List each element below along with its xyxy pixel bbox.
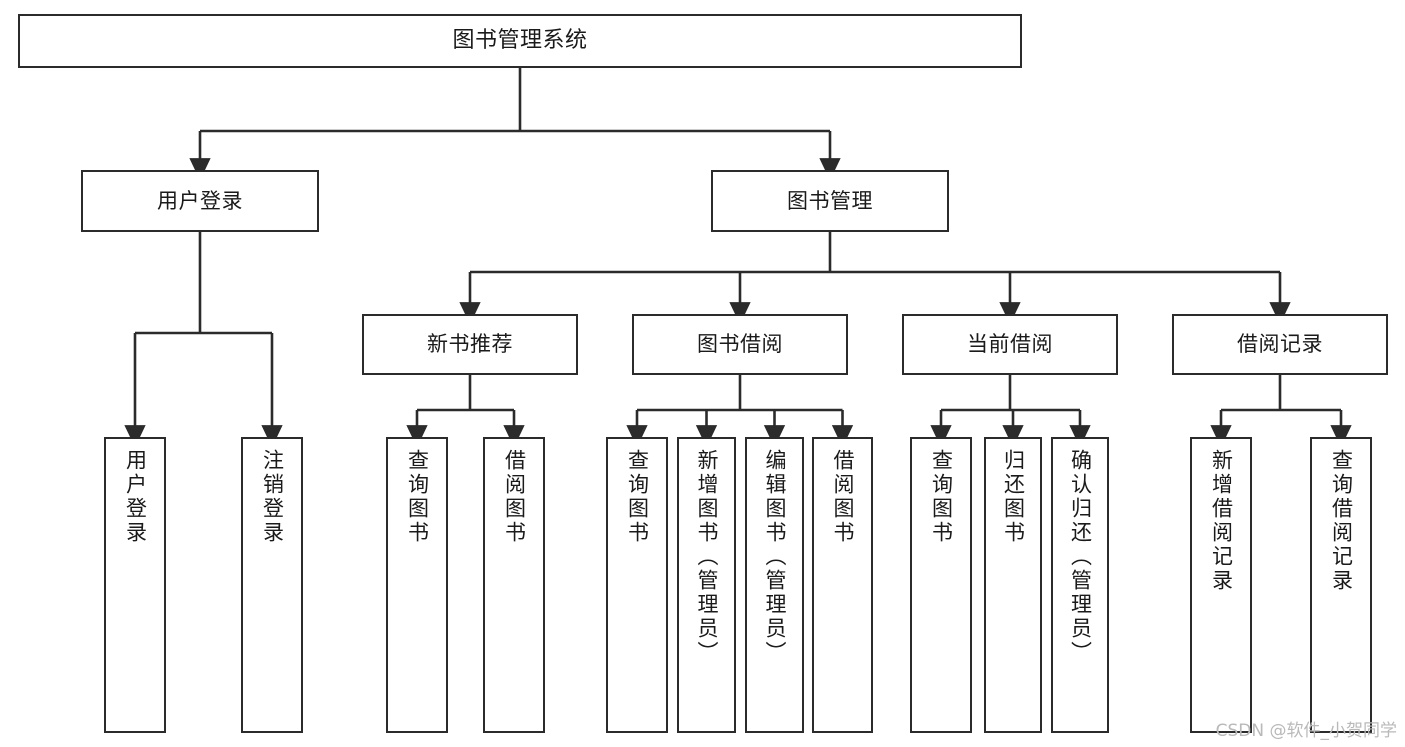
- node-leaf-borrow-2[interactable]: 借阅图书: [812, 437, 873, 733]
- node-leaf-edit-book[interactable]: 编辑图书（管理员）: [745, 437, 804, 733]
- node-current-borrow[interactable]: 当前借阅: [902, 314, 1118, 375]
- csdn-watermark: CSDN @软件_小贺同学: [1215, 721, 1397, 741]
- node-leaf-qry-record[interactable]: 查询借阅记录: [1310, 437, 1372, 733]
- node-borrow-record[interactable]: 借阅记录: [1172, 314, 1388, 375]
- node-leaf-confirm[interactable]: 确认归还（管理员）: [1051, 437, 1109, 733]
- node-new-book-rec[interactable]: 新书推荐: [362, 314, 578, 375]
- node-root[interactable]: 图书管理系统: [18, 14, 1022, 68]
- node-label: 查询图书: [625, 449, 650, 545]
- node-leaf-add-record[interactable]: 新增借阅记录: [1190, 437, 1252, 733]
- node-label: 借阅图书: [502, 449, 527, 545]
- node-book-manage[interactable]: 图书管理: [711, 170, 949, 232]
- node-label: 新书推荐: [427, 332, 513, 357]
- node-label: 用户登录: [157, 188, 243, 213]
- node-leaf-return[interactable]: 归还图书: [984, 437, 1042, 733]
- node-label: 注销登录: [260, 449, 285, 545]
- node-label: 图书管理系统: [452, 28, 588, 54]
- node-leaf-query-2[interactable]: 查询图书: [606, 437, 668, 733]
- node-leaf-logout[interactable]: 注销登录: [241, 437, 303, 733]
- node-leaf-borrow-1[interactable]: 借阅图书: [483, 437, 545, 733]
- node-label: 查询借阅记录: [1329, 449, 1354, 593]
- node-label: 查询图书: [405, 449, 430, 545]
- node-leaf-query-1[interactable]: 查询图书: [386, 437, 448, 733]
- node-label: 用户登录: [123, 449, 148, 545]
- node-label: 查询图书: [929, 449, 954, 545]
- node-label: 编辑图书（管理员）: [763, 449, 787, 665]
- node-label: 借阅记录: [1237, 332, 1323, 357]
- node-label: 借阅图书: [831, 449, 855, 545]
- node-label: 图书借阅: [697, 332, 783, 357]
- node-leaf-query-3[interactable]: 查询图书: [910, 437, 972, 733]
- node-leaf-add-book[interactable]: 新增图书（管理员）: [677, 437, 736, 733]
- node-label: 新增借阅记录: [1209, 449, 1234, 593]
- node-label: 新增图书（管理员）: [695, 449, 719, 665]
- node-leaf-user-login[interactable]: 用户登录: [104, 437, 166, 733]
- node-user-login[interactable]: 用户登录: [81, 170, 319, 232]
- node-book-borrow[interactable]: 图书借阅: [632, 314, 848, 375]
- node-label: 图书管理: [787, 188, 873, 213]
- node-label: 归还图书: [1001, 449, 1026, 545]
- node-label: 确认归还（管理员）: [1068, 449, 1093, 665]
- node-label: 当前借阅: [967, 332, 1053, 357]
